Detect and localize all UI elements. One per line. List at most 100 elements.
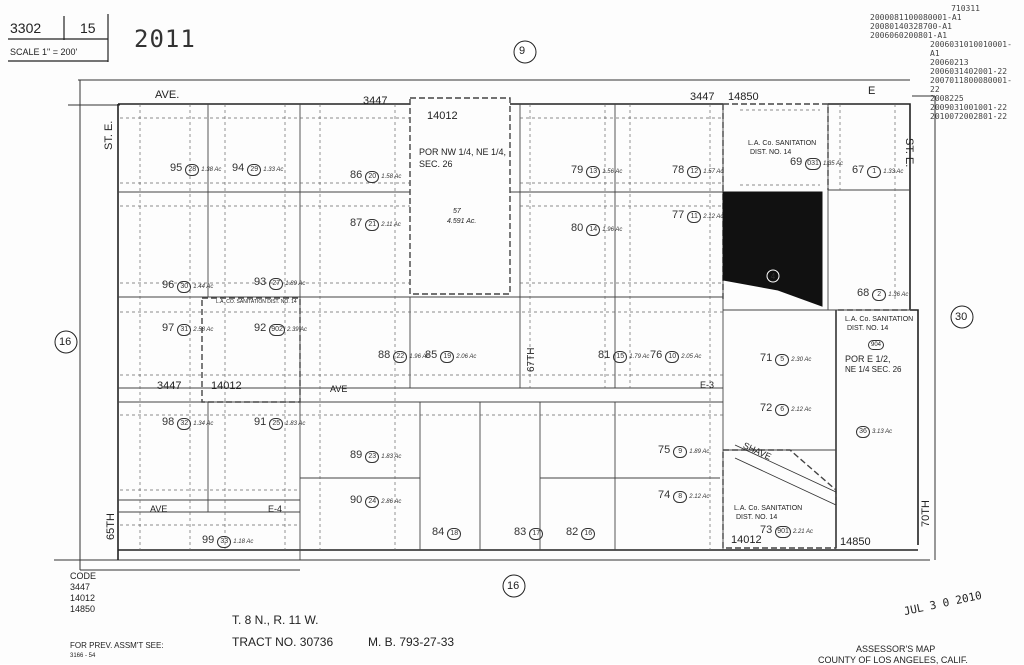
parcel-number: 81 [598, 349, 611, 361]
parcel-number: 82 [566, 526, 579, 538]
adjacent-right[interactable]: 30 [955, 311, 968, 323]
parcel-57-acres: 4.591 Ac. [447, 218, 477, 225]
map-book-ref: M. B. 793-27-33 [368, 635, 455, 649]
footer-code: 3447 [70, 582, 91, 592]
parcel-number: 83 [514, 526, 527, 538]
parcel-circle: 2 [872, 289, 887, 301]
parcel-circle: 33 [217, 536, 232, 548]
parcel-circle: 23 [365, 451, 380, 463]
por-e-label: POR E 1/2, [845, 354, 891, 364]
adjacent-top[interactable]: 9 [519, 45, 526, 57]
parcel-circle: 9 [673, 446, 688, 458]
parcel-circle: 5 [775, 354, 790, 366]
parcel-circle: 36 [856, 426, 870, 438]
parcel-number: 89 [350, 449, 363, 461]
page-number: 15 [80, 20, 96, 36]
parcel-number: 99 [202, 534, 215, 546]
parcel-acres: 2.86 Ac [381, 499, 402, 505]
adjacent-left[interactable]: 16 [59, 336, 72, 348]
stamp-line: 2006031010010001-A1 [930, 40, 1012, 58]
parcel-number: 84 [432, 526, 445, 538]
street-70th: 70TH [920, 500, 932, 527]
parcel-acres: 1.89 Ac [285, 281, 306, 287]
stamp-line: 2009031001001-22 [930, 103, 1008, 112]
parcel-number: 90 [350, 494, 363, 506]
tract-boundary [117, 103, 919, 560]
parcel-number: 67 [852, 164, 865, 176]
parcel-circle: 17 [529, 528, 544, 540]
stamp-line: 2010072002801-22 [930, 112, 1008, 121]
por-nw-label: POR NW 1/4, NE 1/4, [419, 147, 507, 157]
parcel-circle: 13 [586, 166, 601, 178]
parcel-circle: 15 [613, 351, 628, 363]
stamp-line: 2006031402001-22 [930, 67, 1008, 76]
parcel-number: 77 [672, 209, 685, 221]
township-range: T. 8 N., R. 11 W. [232, 613, 319, 627]
parcel-number: 80 [571, 222, 584, 234]
adjacent-bottom[interactable]: 16 [507, 580, 520, 592]
parcel-acres: 2.12 Ac [689, 494, 710, 500]
parcel-number: 86 [350, 169, 363, 181]
map-year: 2011 [134, 25, 196, 53]
stamp-line: 2008225 [930, 94, 964, 103]
sec26-label: SEC. 26 [419, 159, 453, 169]
tract-number: TRACT NO. 30736 [232, 635, 334, 649]
parcel-number: 75 [658, 444, 671, 456]
parcel-acres: 2.05 Ac [681, 354, 702, 360]
code-3447-b: 3447 [690, 91, 715, 103]
sanitation-label-1b: DIST. NO. 14 [750, 149, 792, 156]
parcel-circle: 31 [177, 324, 192, 336]
parcel-acres: 1.58 Ac [381, 174, 402, 180]
parcel-circle: 11 [687, 211, 702, 223]
parcel-acres: 1.34 Ac [193, 421, 214, 427]
sanitation-label-1a: L.A. Co. SANITATION [748, 140, 817, 147]
code-label: CODE [70, 571, 97, 581]
parcel-acres: 2.12 Ac [703, 214, 724, 220]
highlighted-parcel[interactable] [722, 191, 823, 307]
parcel-circle: 14 [586, 224, 601, 236]
parcel-number: 93 [254, 276, 267, 288]
parcel-number: 76 [650, 349, 663, 361]
footer-code: 14012 [70, 593, 96, 603]
parcel-acres: 1.33 Ac [883, 169, 904, 175]
parcel-number: 69 [790, 156, 803, 168]
parcel-number: 79 [571, 164, 584, 176]
parcel-circle: 22 [393, 351, 408, 363]
parcel-number: 94 [232, 162, 245, 174]
parcel-circle: 19 [440, 351, 455, 363]
